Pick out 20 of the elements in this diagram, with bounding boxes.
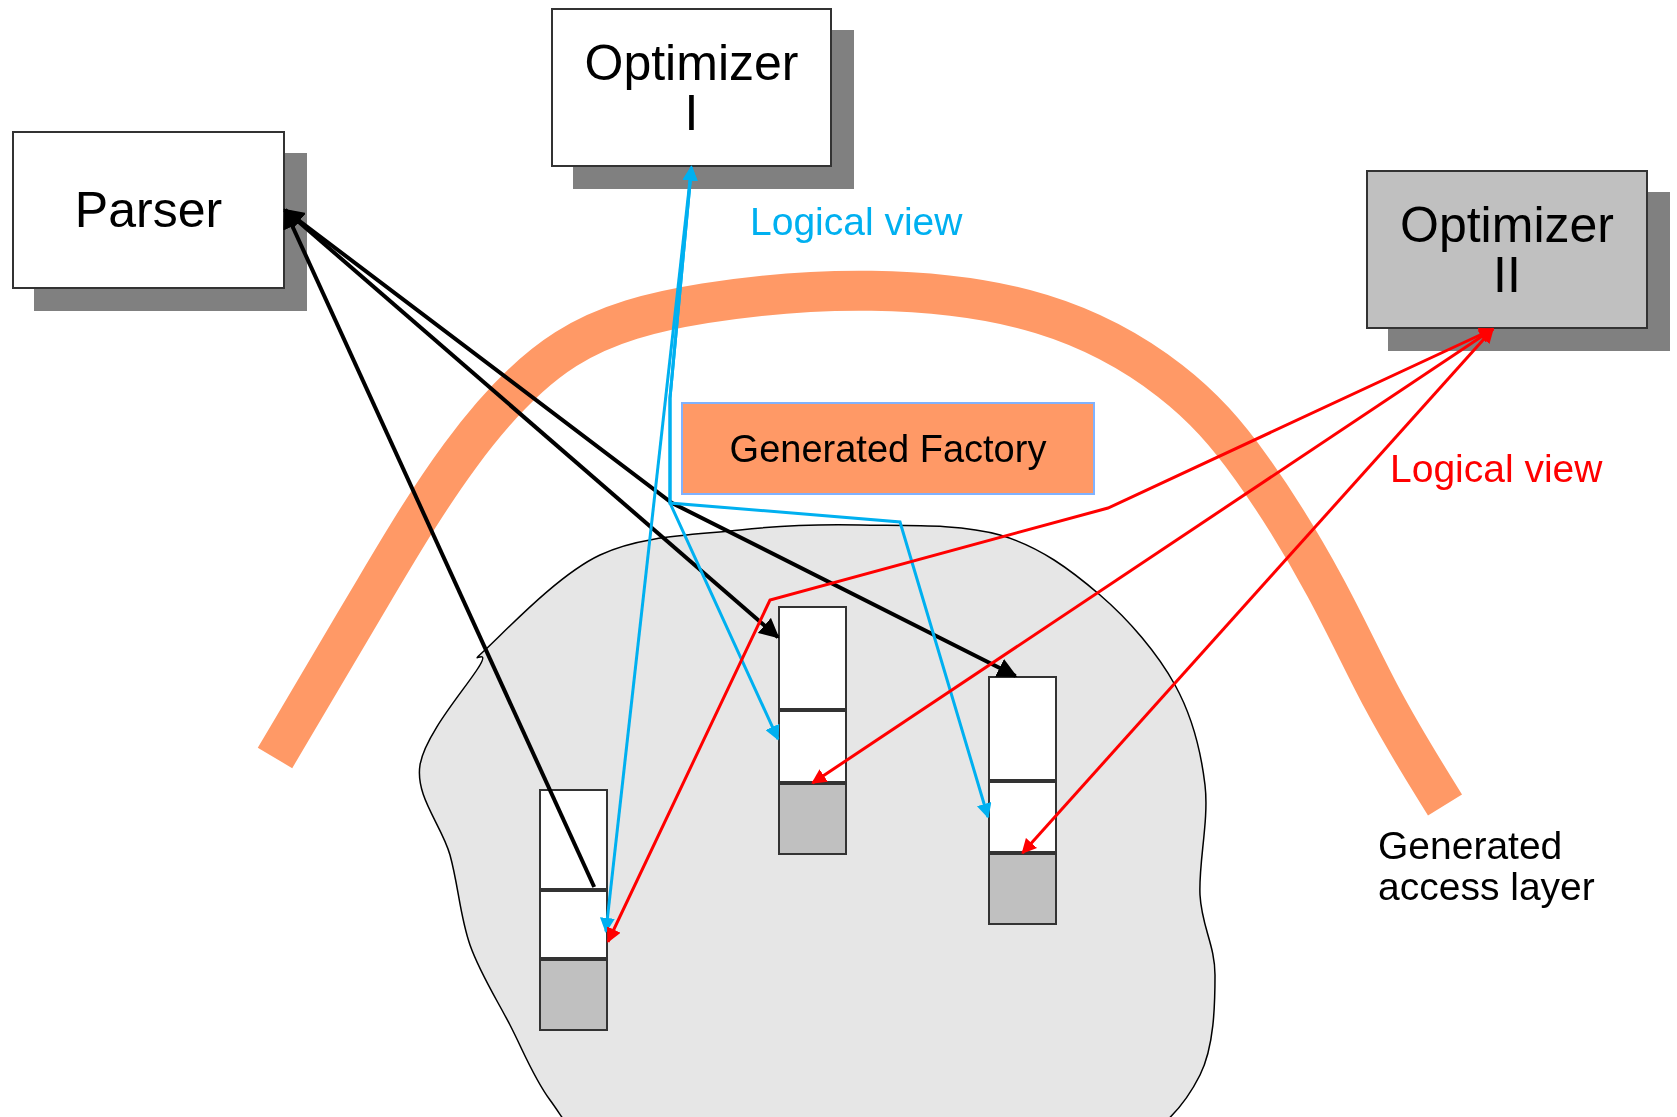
arrow [283,208,596,888]
edge-group-label: Logical view [750,202,963,243]
edge-group-label: Logical view [1390,449,1603,490]
node-label: Optimizer I [583,37,800,138]
record-segment [778,710,847,783]
arrow [1021,327,1494,855]
arrow [668,165,992,819]
record-segment [539,959,608,1031]
node-label: Optimizer II [1399,199,1615,300]
record-segment [778,606,847,710]
factory-box [681,402,1095,495]
layer-label: Generated access layer [1378,826,1596,908]
node-label: Parser [74,185,223,235]
record-segment [988,781,1057,853]
record-segment [988,676,1057,781]
node-label: Generated Factory [729,429,1047,468]
record-segment [778,783,847,855]
record-segment [539,890,608,959]
record-segment [988,853,1057,925]
record-segment [539,789,608,890]
